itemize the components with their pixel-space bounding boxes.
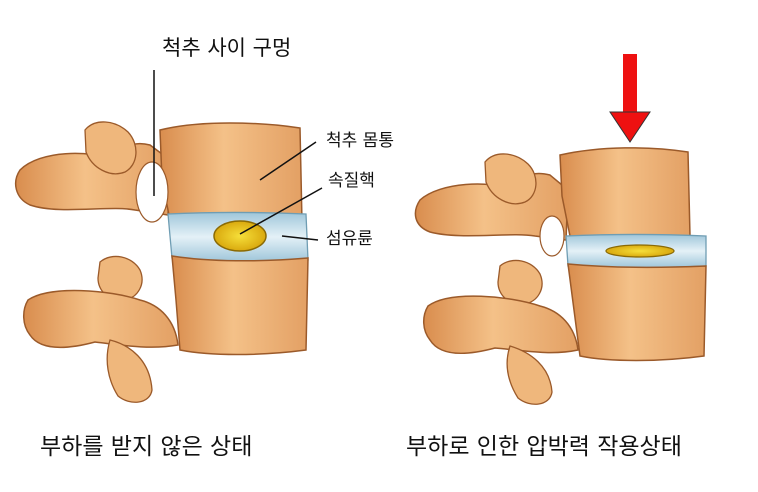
upper-vertebral-body bbox=[160, 123, 302, 225]
unloaded-segment bbox=[16, 70, 322, 402]
lower-vertebral-body bbox=[568, 264, 706, 361]
loaded-segment bbox=[415, 54, 706, 404]
spinous-process bbox=[107, 340, 152, 402]
down-arrow-icon bbox=[610, 54, 650, 142]
nucleus-pulposus bbox=[214, 221, 266, 251]
label-nucleus-pulposus: 속질핵 bbox=[328, 173, 375, 190]
spinous-process bbox=[507, 346, 552, 404]
compressed-nucleus bbox=[606, 245, 674, 257]
lower-transverse-process bbox=[24, 291, 178, 348]
label-intervertebral-foramen: 척추 사이 구멍 bbox=[162, 38, 291, 59]
upper-vertebral-body bbox=[560, 148, 690, 239]
label-vertebral-body: 척추 몸통 bbox=[326, 133, 394, 150]
lower-vertebral-body bbox=[172, 256, 308, 355]
label-annulus-fibrosus: 섬유륜 bbox=[326, 231, 373, 248]
intervertebral-foramen bbox=[136, 162, 168, 222]
intervertebral-foramen bbox=[540, 216, 564, 256]
caption-unloaded: 부하를 받지 않은 상태 bbox=[40, 436, 252, 459]
lower-transverse-process bbox=[424, 296, 578, 353]
caption-loaded: 부하로 인한 압박력 작용상태 bbox=[406, 436, 682, 459]
